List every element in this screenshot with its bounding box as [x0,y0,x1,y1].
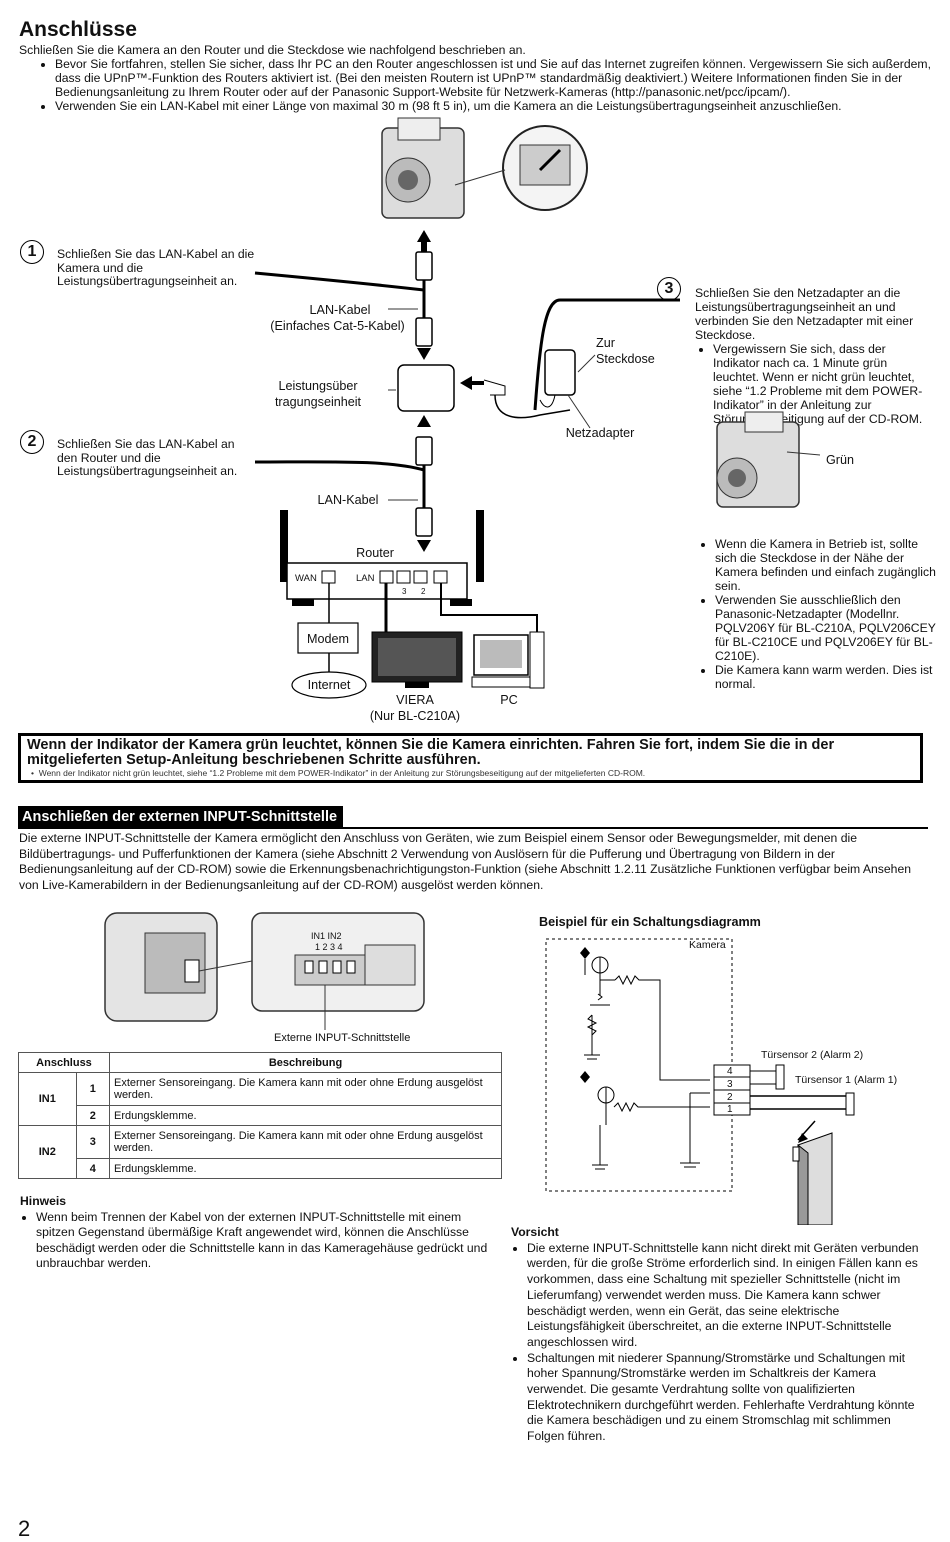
green-label: Grün [826,453,854,467]
hinweis-bullet: Wenn beim Trennen der Kabel von der exte… [36,1210,500,1272]
adapter-label: Netzadapter [565,426,635,440]
table-row: 2 Erdungsklemme. [19,1105,502,1126]
setup-notice-box: Wenn der Indikator der Kamera grün leuch… [18,733,923,783]
vorsicht-bullet: Schaltungen mit niederer Spannung/Stroms… [527,1351,926,1445]
lan-cable-1-sub-label: (Einfaches Cat-5-Kabel) [270,319,405,333]
viera-label: VIERA [396,693,434,707]
step-2-text: Schließen Sie das LAN-Kabel an den Route… [57,437,238,478]
power-unit-illustration [397,364,455,412]
section-divider [18,827,928,829]
setup-notice-main: Wenn der Indikator der Kamera grün leuch… [27,737,835,768]
table-row: IN2 3 Externer Sensoreingang. Die Kamera… [18,1125,502,1179]
vorsicht-bullet: Die externe INPUT-Schnittstelle kann nic… [527,1241,926,1351]
step-3-main: Schließen Sie den Netzadapter an die Lei… [695,286,914,342]
intro-bullets: Bevor Sie fortfahren, stellen Sie sicher… [19,57,934,113]
hinweis-title: Hinweis [20,1194,67,1208]
outlet-label: Zur Steckdose [596,336,655,366]
lan-cable-1-label: LAN-Kabel [309,303,371,317]
step-3-text: Schließen Sie den Netzadapter an die Lei… [695,286,935,426]
viera-sub-label: (Nur BL-C210A) [369,709,461,723]
connection-diagram [254,117,821,699]
intro: Schließen Sie die Kamera an den Router u… [19,43,934,113]
power-unit-label: Leistungsüber tragungseinheit [274,379,362,409]
circuit-title: Beispiel für ein Schaltungsdiagramm [539,915,761,929]
connection-table: Anschluss Beschreibung IN1 1 Externer Se… [18,1052,502,1179]
table-row: IN1 1 Externer Sensoreingang. Die Kamera… [18,1072,502,1126]
right-note: Verwenden Sie ausschließlich den Panason… [715,593,937,663]
input-interface-illustration [104,912,425,1030]
lan-cable-2-label: LAN-Kabel [317,493,379,507]
section-title: Anschließen der externen INPUT-Schnittst… [18,806,344,828]
page-title: Anschlüsse [19,18,137,41]
right-note: Wenn die Kamera in Betrieb ist, sollte s… [715,537,937,593]
pc-label: PC [500,693,518,707]
step-1-text: Schließen Sie das LAN-Kabel an die Kamer… [57,247,255,288]
section-text: Die externe INPUT-Schnittstelle der Kame… [19,831,912,892]
intro-bullet: Verwenden Sie ein LAN-Kabel mit einer Lä… [55,99,934,113]
vorsicht-title: Vorsicht [511,1225,559,1239]
terminal-2-label: 2 [727,1092,733,1103]
terminal-3-label: 3 [727,1079,733,1090]
terminal-1-label: 1 [727,1104,733,1115]
circuit-diagram [545,938,855,1225]
port-3-label: 3 [402,587,407,596]
sensor-2-label: Türsensor 2 (Alarm 2) [761,1049,864,1061]
page-number: 2 [18,1516,31,1541]
hinweis: Hinweis Wenn beim Trennen der Kabel von … [20,1194,500,1272]
right-notes: Wenn die Kamera in Betrieb ist, sollte s… [697,537,937,691]
modem-label: Modem [307,632,349,646]
camera-detail-illustration [502,125,588,211]
internet-label: Internet [307,678,351,692]
table-header: Anschluss [18,1052,110,1073]
camera-illustration [381,117,465,219]
wan-label: WAN [295,573,317,584]
right-note: Die Kamera kann warm werden. Dies ist no… [715,663,937,691]
adapter-illustration [544,349,576,396]
camera-green-illustration [716,411,821,508]
port-2-label: 2 [421,587,426,596]
vorsicht: Vorsicht Die externe INPUT-Schnittstelle… [511,1225,926,1445]
input-pin-numbers: 1 2 3 4 [315,942,343,952]
step-3-bullet: Vergewissern Sie sich, dass der Indikato… [713,342,935,426]
setup-notice-note: • Wenn der Indikator nicht grün leuchtet… [31,768,646,778]
router-label: Router [356,546,394,560]
sensor-1-label: Türsensor 1 (Alarm 1) [795,1074,898,1086]
step-2-number: 2 [20,430,44,454]
step-1-number: 1 [20,240,44,264]
terminal-4-label: 4 [727,1066,733,1077]
circuit-camera-label: Kamera [689,939,726,951]
input-pins-label: IN1 IN2 [311,931,342,941]
lan-label: LAN [356,573,375,584]
intro-lead: Schließen Sie die Kamera an den Router u… [19,43,526,57]
table-row: 4 Erdungsklemme. [19,1158,502,1179]
intro-bullet: Bevor Sie fortfahren, stellen Sie sicher… [55,57,934,99]
input-caption: Externe INPUT-Schnittstelle [274,1032,411,1044]
table-header: Beschreibung [109,1052,502,1073]
